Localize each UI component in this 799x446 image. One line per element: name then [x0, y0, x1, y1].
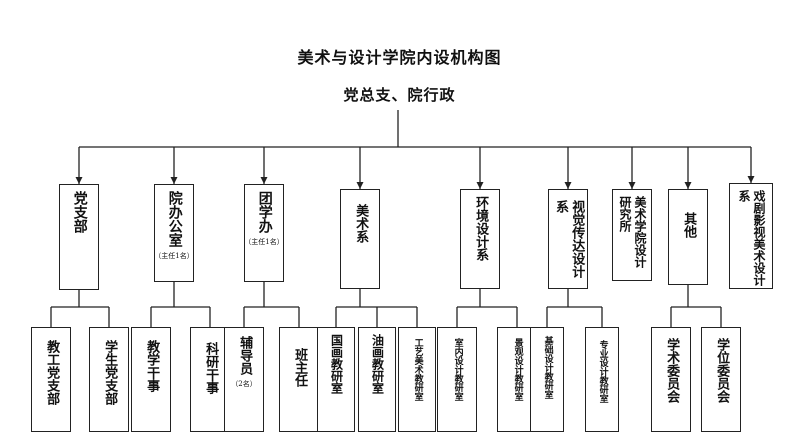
- unit-box-3-note: （主任1名）: [244, 238, 284, 246]
- unit-box-6: 视觉传达设计系: [548, 189, 588, 289]
- unit-box-6-label: 视觉传达设计系: [553, 200, 585, 278]
- root-node: 党总支、院行政: [343, 86, 456, 104]
- subunit-box-8-label: 油画教研室: [370, 334, 385, 394]
- unit-box-3: 团学办 （主任1名）: [244, 184, 284, 282]
- unit-box-9-label: 戏剧影视美术设计系: [737, 190, 766, 286]
- subunit-box-9: 工艺美术教研室: [398, 327, 436, 432]
- arrowhead-7: [476, 182, 484, 189]
- subunit-box-3-label: 教学干事: [144, 340, 160, 392]
- subunit-box-8: 油画教研室: [358, 327, 396, 432]
- subunit-box-12-label: 基础设计教研室: [542, 336, 553, 399]
- unit-box-1-label: 党支部: [71, 191, 88, 233]
- subunit-box-14: 学术委员会: [651, 327, 691, 432]
- unit-box-7-label: 美术学院设计研究所: [618, 196, 647, 268]
- arrowhead-6: [356, 182, 364, 189]
- subunit-box-15-label: 学位委员会: [714, 338, 730, 403]
- arrowhead-3: [75, 177, 83, 184]
- subunit-box-7: 国画教研室: [317, 327, 355, 432]
- subunit-box-7-label: 国画教研室: [329, 334, 344, 394]
- unit-box-2-note: （主任1名）: [154, 252, 194, 260]
- arrowhead-9: [628, 182, 636, 189]
- subunit-box-5-note: （2名）: [231, 380, 257, 388]
- chart-title: 美术与设计学院内设机构图: [297, 48, 502, 67]
- unit-box-4-label: 美术系: [353, 204, 369, 243]
- arrowhead-8: [564, 182, 572, 189]
- arrowhead-11: [747, 176, 755, 183]
- subunit-box-1: 教工党支部: [31, 327, 71, 432]
- subunit-box-1-label: 教工党支部: [44, 340, 60, 405]
- unit-box-2-label: 院办公室: [166, 191, 183, 247]
- subunit-box-13: 专业设计教研室: [585, 327, 619, 432]
- unit-box-1: 党支部: [59, 184, 99, 290]
- subunit-box-2-label: 学生党支部: [102, 340, 118, 405]
- arrowhead-5: [260, 177, 268, 184]
- unit-box-2: 院办公室 （主任1名）: [154, 184, 194, 282]
- arrowhead-10: [684, 182, 692, 189]
- unit-box-3-label: 团学办: [256, 191, 273, 233]
- subunit-box-4: 科研干事: [190, 327, 230, 432]
- subunit-box-3: 教学干事: [131, 327, 171, 432]
- unit-box-5: 环境设计系: [460, 189, 500, 289]
- subunit-box-5-label: 辅导员: [237, 336, 253, 375]
- unit-box-4: 美术系: [340, 189, 380, 289]
- subunit-box-6: 班主任: [279, 327, 319, 432]
- subunit-box-11-label: 景观设计教研室: [512, 338, 523, 401]
- arrowhead-4: [170, 177, 178, 184]
- subunit-box-2: 学生党支部: [89, 327, 129, 432]
- subunit-box-14-label: 学术委员会: [664, 338, 680, 403]
- subunit-box-6-label: 班主任: [292, 348, 308, 387]
- unit-box-7: 美术学院设计研究所: [612, 189, 652, 281]
- unit-box-8-label: 其他: [681, 212, 697, 238]
- unit-box-8: 其他: [668, 189, 708, 285]
- subunit-box-4-label: 科研干事: [203, 342, 219, 394]
- subunit-box-10: 室内设计教研室: [437, 327, 477, 432]
- subunit-box-15: 学位委员会: [701, 327, 741, 432]
- unit-box-5-label: 环境设计系: [473, 196, 489, 261]
- subunit-box-5: 辅导员 （2名）: [224, 327, 264, 432]
- subunit-box-9-label: 工艺美术教研室: [412, 338, 423, 401]
- unit-box-9: 戏剧影视美术设计系: [729, 183, 773, 289]
- subunit-box-12: 基础设计教研室: [530, 327, 564, 432]
- subunit-box-13-label: 专业设计教研室: [597, 340, 608, 403]
- subunit-box-10-label: 室内设计教研室: [452, 338, 463, 401]
